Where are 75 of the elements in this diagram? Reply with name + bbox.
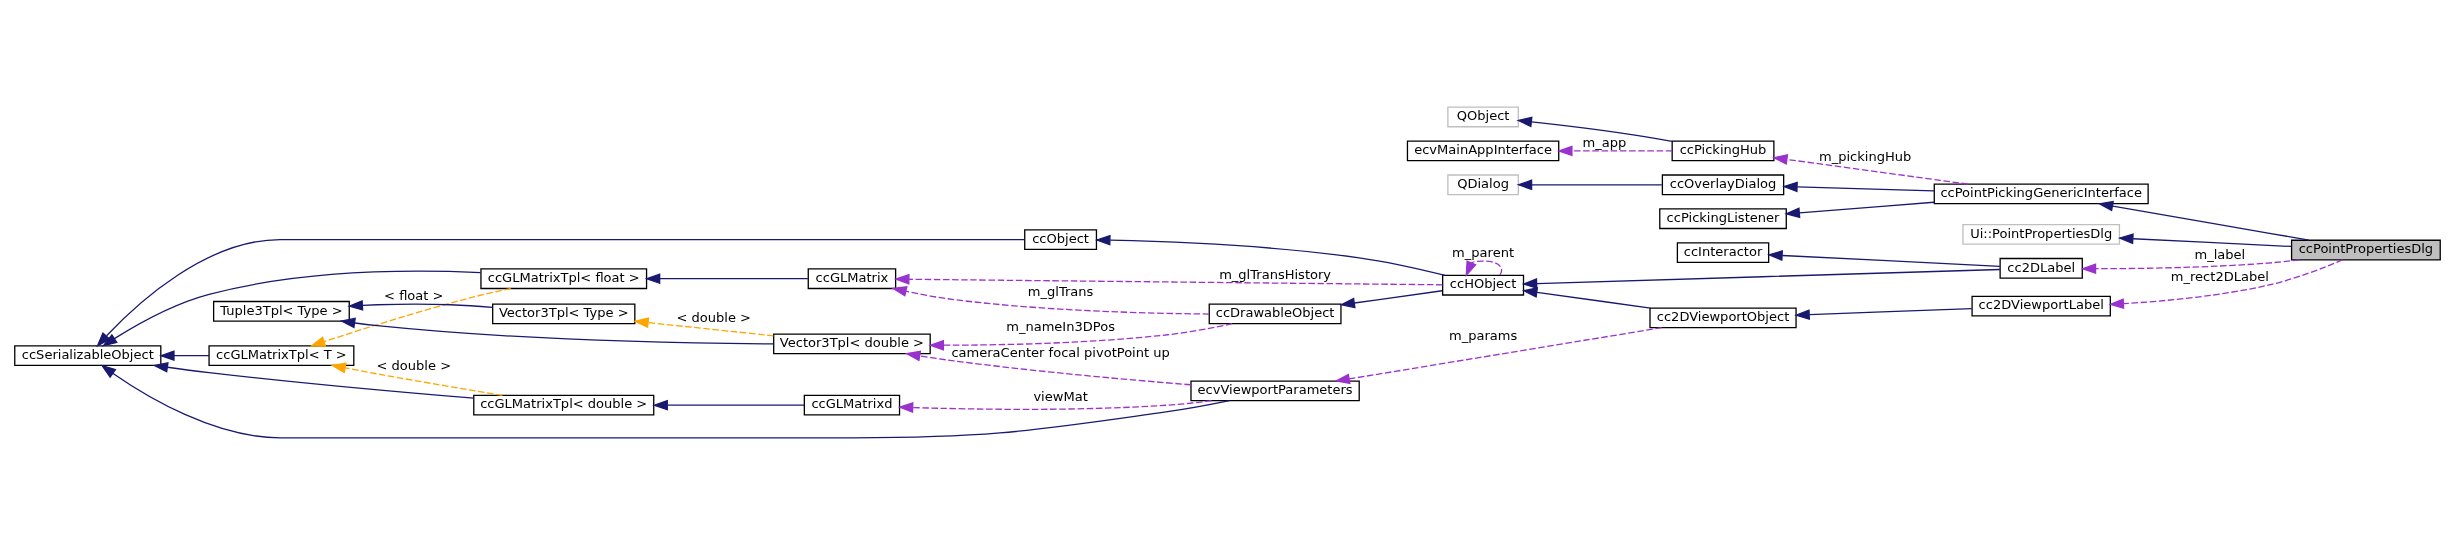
edge-label: cameraCenter focal pivotPoint up (951, 344, 1170, 360)
node-box: cc2DViewportLabel (1971, 295, 2111, 316)
edge-label: m_app (1582, 134, 1627, 150)
node-box: ccGLMatrixd (803, 394, 901, 416)
edge-label: m_params (1448, 327, 1518, 343)
edge-label: m_glTrans (1027, 283, 1094, 299)
arrow (2097, 200, 2310, 241)
arrow (1465, 259, 1503, 277)
arrow (2108, 258, 2344, 309)
node-box: ccPointPickingGenericInterface (1933, 183, 2149, 204)
arrow (1094, 234, 1446, 276)
arrow (928, 322, 1233, 351)
arrow (330, 362, 503, 396)
arrow (2117, 232, 2293, 247)
node-box: Vector3Tpl< Type > (492, 302, 636, 324)
node-box: ccOverlayDialog (1661, 173, 1785, 195)
arrow (1521, 268, 2001, 289)
arrow (897, 399, 1213, 413)
arrow (2080, 258, 2300, 274)
node-box: ccGLMatrixTpl< T > (208, 344, 355, 366)
arrow (1556, 144, 1673, 156)
arrow (644, 272, 809, 284)
node-box: ccGLMatrixTpl< double > (473, 394, 655, 416)
node-box: ccObject (1024, 228, 1098, 250)
node-box: cc2DViewportObject (1649, 306, 1797, 328)
edge-label: m_pickingHub (1819, 148, 1912, 164)
edge-label: viewMat (1033, 388, 1088, 404)
arrow (158, 349, 210, 361)
node-box: ccHObject (1442, 274, 1525, 296)
arrow (633, 316, 774, 336)
node-box: cc2DLabel (1999, 257, 2083, 279)
node-box: ecvMainAppInterface (1406, 139, 1560, 161)
edge-label: m_glTransHistory (1219, 266, 1332, 282)
node-box: ccGLMatrixTpl< float > (480, 267, 648, 289)
arrow (891, 285, 1210, 315)
arrow (309, 287, 512, 347)
arrow (101, 270, 482, 347)
node-box: ccInteractor (1676, 241, 1770, 263)
arrow (347, 299, 494, 311)
arrow (152, 361, 475, 399)
node-box: QDialog (1447, 173, 1519, 195)
node-box: ecvViewportParameters (1190, 379, 1360, 401)
node-box: ccGLMatrix (807, 267, 897, 289)
arrow (100, 364, 1231, 438)
node-box: QObject (1447, 106, 1519, 127)
edge-label: < float > (384, 287, 444, 303)
edge-label: m_parent (1452, 244, 1515, 260)
edge-label: < double > (376, 357, 452, 373)
arrow (1334, 326, 1663, 384)
node-box: Ui::PointPropertiesDlg (1962, 223, 2121, 245)
edge-label: m_rect2DLabel (2170, 268, 2269, 284)
arrow (904, 350, 1192, 385)
arrow (652, 399, 805, 411)
node-box: ccPickingListener (1659, 207, 1787, 229)
arrow (1794, 307, 1973, 320)
node-box: ccDrawableObject (1208, 302, 1342, 324)
node-box: ccSerializableObject (14, 344, 162, 366)
edge-label: m_nameIn3DPos (1006, 318, 1115, 334)
arrow (1516, 178, 1663, 190)
arrow (1521, 286, 1652, 309)
arrow (339, 317, 774, 345)
arrow (1516, 116, 1673, 142)
node-box: Vector3Tpl< double > (773, 332, 931, 354)
arrow (1772, 153, 1969, 185)
edge-label: < double > (676, 309, 751, 325)
arrow (96, 238, 1026, 347)
arrow (1784, 201, 1935, 218)
arrow (1339, 289, 1443, 308)
node-box: Tuple3Tpl< Type > (213, 300, 350, 322)
arrow (1767, 249, 2001, 267)
arrow (893, 273, 1444, 285)
node-box: ccPointPropertiesDlg (2290, 239, 2441, 260)
arrow (1782, 180, 1935, 192)
edge-label: m_label (2194, 246, 2246, 262)
node-box: ccPickingHub (1671, 139, 1775, 161)
